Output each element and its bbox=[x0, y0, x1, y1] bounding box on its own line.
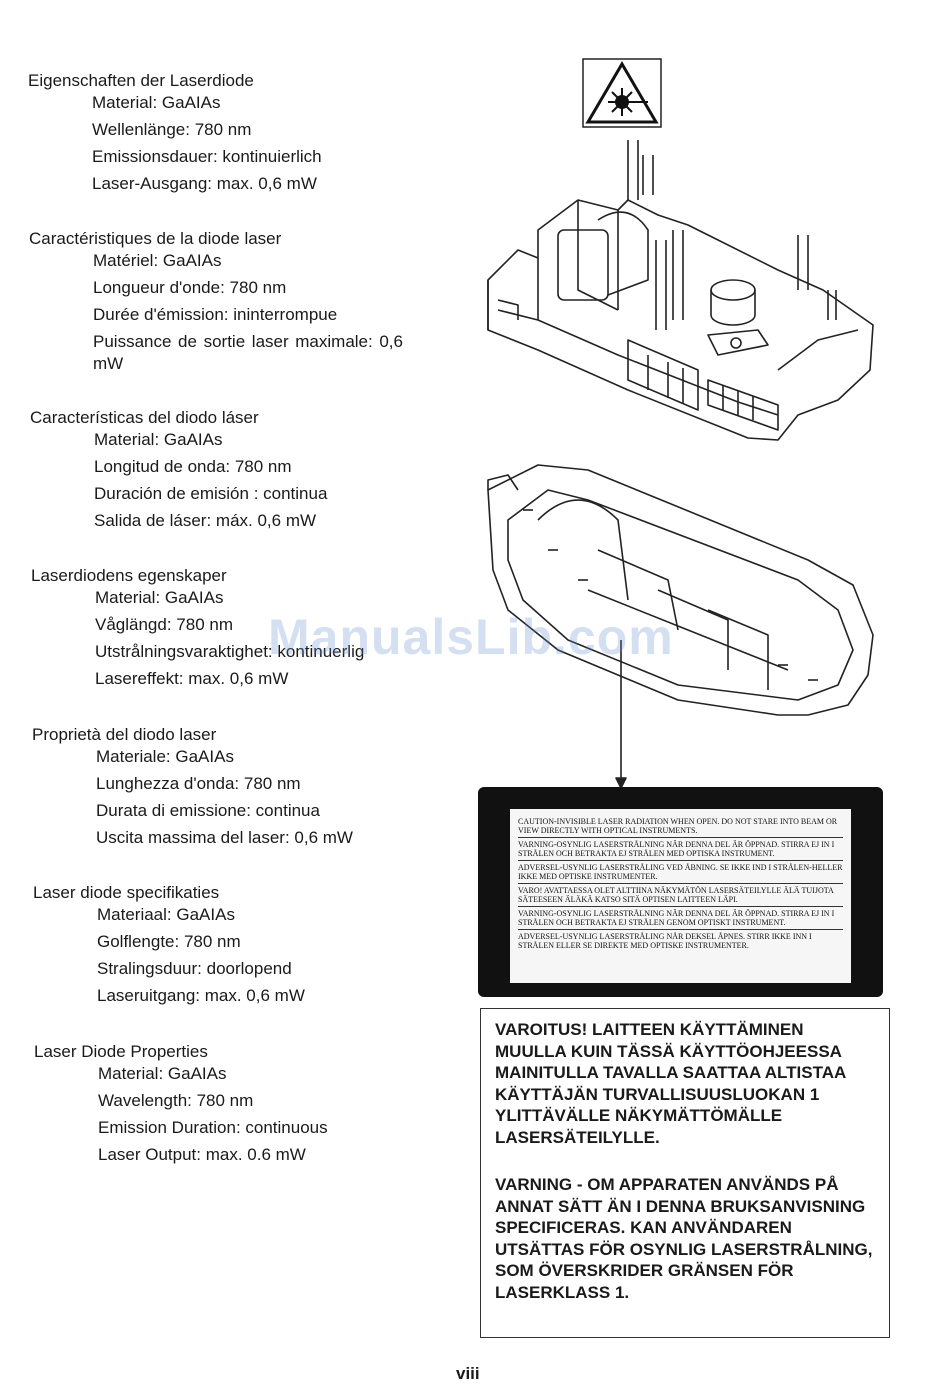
spec-line: Material: GaAIAs bbox=[95, 588, 224, 607]
caution-line: VARO! AVATTAESSA OLET ALTTIINA NÄKYMÄTÖN… bbox=[518, 884, 843, 907]
warning-swedish: VARNING - OM APPARATEN ANVÄNDS PÅ ANNAT … bbox=[495, 1175, 873, 1302]
spec-line: Laser-Ausgang: max. 0,6 mW bbox=[92, 174, 317, 193]
spec-line: Golflengte: 780 nm bbox=[97, 932, 241, 951]
spec-line: Wavelength: 780 nm bbox=[98, 1091, 254, 1110]
watermark: ManualsLib.com bbox=[268, 609, 674, 665]
page-number: viii bbox=[456, 1364, 480, 1383]
spec-section-french: Caractéristiques de la diode laser Matér… bbox=[29, 228, 403, 375]
spec-line: Materiaal: GaAIAs bbox=[97, 905, 235, 924]
spec-line: Utstrålningsvaraktighet: kontinuerlig bbox=[95, 642, 365, 661]
spec-line: Laser Output: max. 0.6 mW bbox=[98, 1145, 306, 1164]
spec-line: Durée d'émission: ininterrompue bbox=[93, 305, 338, 324]
spec-line: Uscita massima del laser: 0,6 mW bbox=[96, 828, 353, 847]
laser-unit-upper-illustration bbox=[487, 140, 874, 441]
spec-line: Longueur d'onde: 780 nm bbox=[93, 278, 287, 297]
section-title: Eigenschaften der Laserdiode bbox=[28, 71, 254, 90]
caution-label: CAUTION-INVISIBLE LASER RADIATION WHEN O… bbox=[478, 787, 883, 997]
spec-line: Lasereffekt: max. 0,6 mW bbox=[95, 669, 289, 688]
spec-line: Salida de láser: máx. 0,6 mW bbox=[94, 511, 317, 530]
spec-line: Durata di emissione: continua bbox=[96, 801, 320, 820]
spec-line: Laseruitgang: max. 0,6 mW bbox=[97, 986, 305, 1005]
spec-section-italian: Proprietà del diodo laser Materiale: GaA… bbox=[32, 724, 353, 849]
caution-line: VARNING-OSYNLIG LASERSTRÅLNING NÄR DENNA… bbox=[518, 907, 843, 930]
spec-section-german: Eigenschaften der Laserdiode Material: G… bbox=[28, 70, 322, 195]
spec-line: Materiale: GaAIAs bbox=[96, 747, 234, 766]
spec-line: Emission Duration: continuous bbox=[98, 1118, 328, 1137]
spec-section-english: Laser Diode Properties Material: GaAIAs … bbox=[34, 1041, 328, 1166]
section-title: Características del diodo láser bbox=[30, 408, 259, 427]
section-title: Laser diode specifikaties bbox=[33, 883, 220, 902]
section-title: Laserdiodens egenskaper bbox=[31, 566, 227, 585]
spec-line: Stralingsduur: doorlopend bbox=[97, 959, 292, 978]
spec-line: Matériel: GaAIAs bbox=[93, 251, 222, 270]
spec-line: Longitud de onda: 780 nm bbox=[94, 457, 292, 476]
spec-line: Emissionsdauer: kontinuierlich bbox=[92, 147, 322, 166]
spec-line: Puissance de sortie laser maximale: 0,6 … bbox=[93, 332, 403, 373]
caution-label-text: CAUTION-INVISIBLE LASER RADIATION WHEN O… bbox=[510, 809, 851, 983]
spec-line: Duración de emisión : continua bbox=[94, 484, 328, 503]
caution-line: ADVERSEL-USYNLIG LASERSTRÅLING NÅR DEKSE… bbox=[518, 932, 812, 950]
spec-line: Lunghezza d'onda: 780 nm bbox=[96, 774, 301, 793]
spec-section-spanish: Características del diodo láser Material… bbox=[30, 407, 327, 532]
laser-warning-box: VAROITUS! LAITTEEN KÄYTTÄMINEN MUULLA KU… bbox=[480, 1008, 890, 1338]
spec-line: Wellenlänge: 780 nm bbox=[92, 120, 252, 139]
section-title: Laser Diode Properties bbox=[34, 1042, 208, 1061]
spec-line: Material: GaAIAs bbox=[92, 93, 221, 112]
laser-unit-cover-illustration bbox=[487, 464, 874, 789]
section-title: Caractéristiques de la diode laser bbox=[29, 229, 282, 248]
spec-section-swedish: Laserdiodens egenskaper Material: GaAIAs… bbox=[31, 565, 364, 690]
section-title: Proprietà del diodo laser bbox=[32, 725, 217, 744]
spec-line: Material: GaAIAs bbox=[94, 430, 223, 449]
laser-warning-icon bbox=[582, 58, 662, 128]
caution-line: CAUTION-INVISIBLE LASER RADIATION WHEN O… bbox=[518, 815, 843, 838]
spec-section-dutch: Laser diode specifikaties Materiaal: GaA… bbox=[33, 882, 305, 1007]
warning-finnish: VAROITUS! LAITTEEN KÄYTTÄMINEN MUULLA KU… bbox=[495, 1020, 846, 1147]
caution-line: VARNING-OSYNLIG LASERSTRÅLNING NÄR DENNA… bbox=[518, 838, 843, 861]
spec-line: Våglängd: 780 nm bbox=[95, 615, 233, 634]
spec-line: Material: GaAIAs bbox=[98, 1064, 227, 1083]
caution-line: ADVERSEL-USYNLIG LASERSTRÅLING VED ÅBNIN… bbox=[518, 861, 843, 884]
